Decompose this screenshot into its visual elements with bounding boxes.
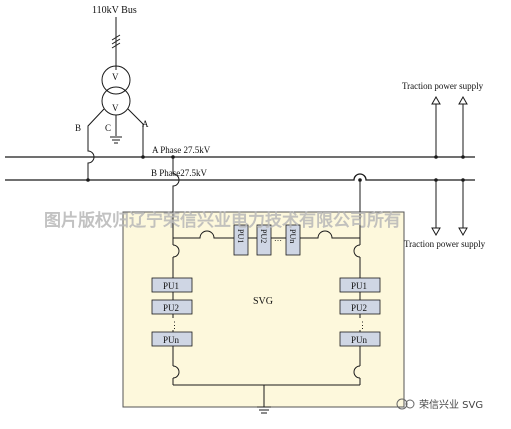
pu-right-label-2: PU2 [351, 303, 367, 313]
pu-right-box-n [339, 331, 381, 347]
phase-b-bus [5, 173, 475, 181]
pu-left-box-n [151, 331, 193, 347]
pu-right-label-1: PU1 [351, 281, 367, 291]
pu-left-box-2 [151, 299, 193, 315]
pu-left-label-2: PU2 [163, 303, 179, 313]
pu-h-box-2 [256, 224, 272, 256]
traction-top-dot-2 [461, 155, 465, 159]
three-phase-mark [111, 34, 121, 49]
panel-ground-icon [257, 406, 271, 414]
top-chain-wires [172, 230, 361, 258]
left-feed-dot [171, 155, 175, 159]
transformer-winding-label-top: V [112, 72, 119, 82]
terminal-b-crossover [87, 150, 95, 180]
traction-top-feeders [431, 95, 468, 157]
left-chain-wires [172, 257, 180, 385]
traction-bottom-label: Traction power supply [404, 239, 486, 249]
pu-right-label-n: PUn [351, 335, 368, 345]
transformer-ground-icon [110, 136, 122, 144]
pu-h-label-n: PUn [288, 229, 297, 243]
terminal-b-label: B [75, 123, 81, 133]
traction-bottom-dot-2 [461, 178, 465, 182]
traction-top-dot-1 [434, 155, 438, 159]
terminal-a-label: A [142, 119, 149, 129]
terminal-a-wire [127, 108, 144, 157]
pu-left-label-1: PU1 [163, 281, 179, 291]
pu-right-box-2 [339, 299, 381, 315]
terminal-c-label: C [105, 123, 111, 133]
terminal-b-wire [87, 108, 105, 150]
brand-logo-icon [396, 398, 415, 410]
bus-label: 110kV Bus [92, 5, 137, 16]
copyright-watermark: 图片版权归辽宁荣信兴业电力技术有限公司所有 [44, 210, 401, 231]
pu-left-ellipsis: ⋮ [170, 320, 179, 330]
pu-h-label-2: PU2 [259, 229, 268, 243]
traction-bottom-feeders [431, 180, 468, 237]
transformer-primary-winding [101, 65, 131, 95]
pu-h-box-n [285, 224, 301, 256]
traction-bottom-dot-1 [434, 178, 438, 182]
pu-h-ellipsis: … [274, 234, 282, 243]
pu-left-box-1 [151, 277, 193, 293]
left-feed-wire [172, 157, 180, 231]
pu-right-ellipsis: ⋮ [358, 320, 367, 330]
right-feed-dot [358, 178, 362, 182]
pu-h-box-1 [233, 224, 249, 256]
junction-a-dot [141, 155, 145, 159]
pu-right-box-1 [339, 277, 381, 293]
phase-b-label: B Phase27.5kV [151, 168, 208, 178]
junction-b-dot [86, 178, 90, 182]
brand-label: 荣信兴业 SVG [419, 399, 483, 411]
transformer-winding-label-bottom: V [112, 103, 119, 113]
pu-left-label-n: PUn [163, 335, 180, 345]
right-chain-wires [353, 257, 361, 385]
pu-h-label-1: PU1 [236, 229, 245, 243]
traction-top-label: Traction power supply [402, 81, 484, 91]
phase-a-label: A Phase 27.5kV [152, 145, 211, 155]
svg-center-label: SVG [253, 296, 273, 307]
